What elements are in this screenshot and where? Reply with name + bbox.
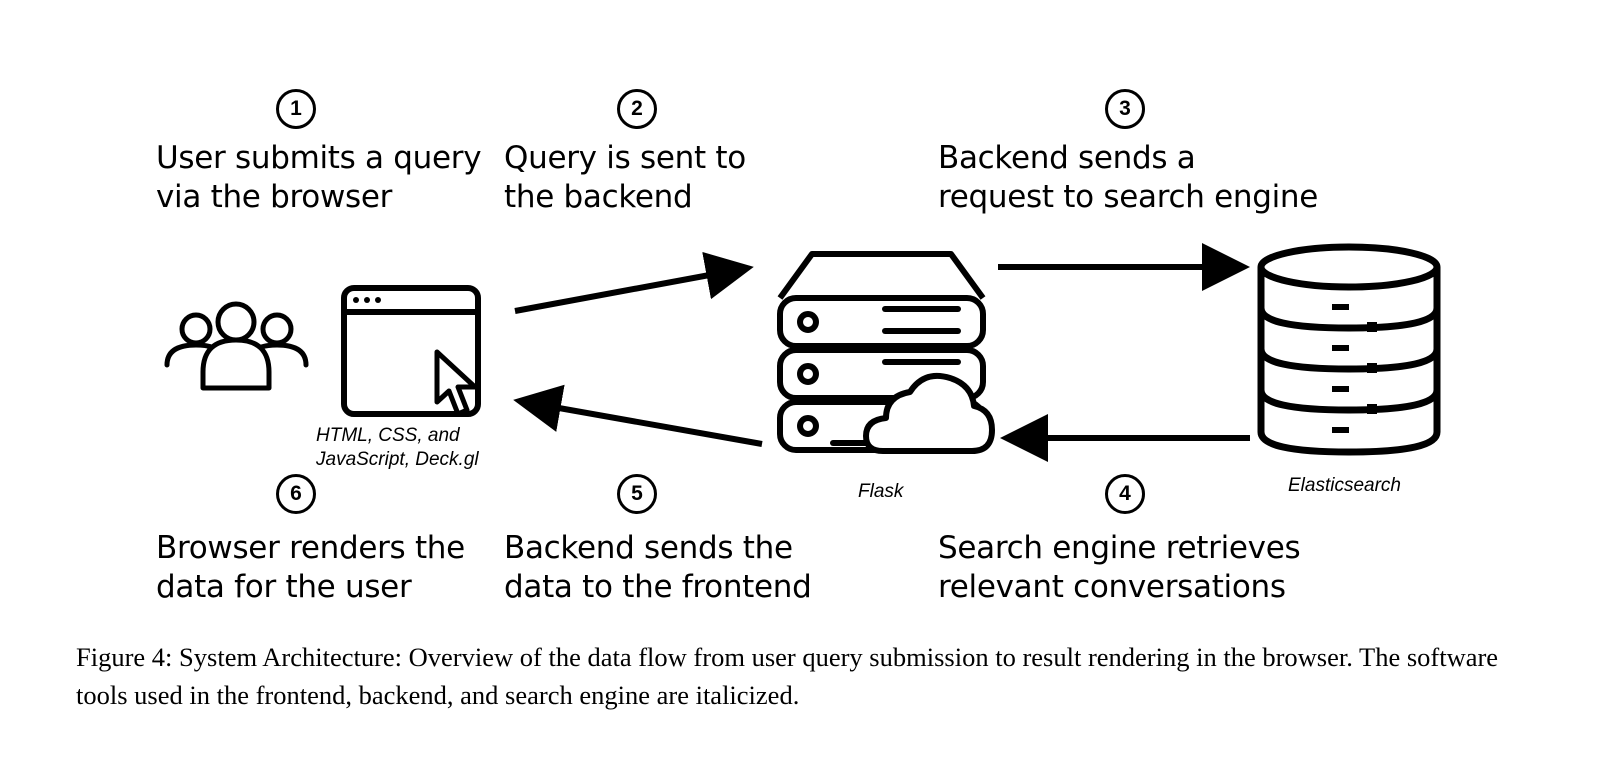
server-stack-icon (777, 251, 986, 453)
step-6-line-1: Browser renders the (156, 530, 465, 566)
step-2-line-1: Query is sent to (504, 140, 746, 176)
step-6-line-2: data for the user (156, 569, 412, 605)
step-1-line-2: via the browser (156, 179, 393, 215)
step-2-line-2: the backend (504, 179, 693, 215)
step-4-number: 4 (1105, 474, 1145, 514)
frontend-tools-line-2: JavaScript, Deck.gl (316, 449, 479, 470)
step-4-text: Search engine retrieves relevant convers… (938, 529, 1301, 607)
browser-window-icon (341, 285, 481, 417)
step-6-text: Browser renders the data for the user (156, 529, 465, 607)
step-5-line-2: data to the frontend (504, 569, 812, 605)
step-5-number: 5 (617, 474, 657, 514)
users-icon (164, 301, 309, 391)
step-4-line-1: Search engine retrieves (938, 530, 1301, 566)
backend-tool-label: Flask (858, 481, 904, 502)
step-1-text: User submits a query via the browser (156, 139, 482, 217)
step-1-number: 1 (276, 89, 316, 129)
arrow-backend-to-browser (513, 384, 763, 447)
step-2-text: Query is sent to the backend (504, 139, 746, 217)
figure-caption: Figure 4: System Architecture: Overview … (76, 642, 1499, 710)
step-3-line-1: Backend sends a (938, 140, 1196, 176)
frontend-tools-label: HTML, CSS, and JavaScript, Deck.gl (316, 424, 479, 472)
cursor-icon (434, 349, 478, 417)
search-engine-tool-label: Elasticsearch (1288, 475, 1401, 496)
step-3-line-2: request to search engine (938, 179, 1319, 215)
step-1-line-1: User submits a query (156, 140, 482, 176)
step-5-line-1: Backend sends the (504, 530, 793, 566)
step-5-text: Backend sends the data to the frontend (504, 529, 812, 607)
step-3-text: Backend sends a request to search engine (938, 139, 1318, 217)
step-3-number: 3 (1105, 89, 1145, 129)
step-2-number: 2 (617, 89, 657, 129)
database-icon (1257, 243, 1441, 456)
cloud-icon (863, 372, 995, 454)
frontend-tools-line-1: HTML, CSS, and (316, 425, 460, 446)
arrow-browser-to-backend (514, 251, 754, 314)
step-4-line-2: relevant conversations (938, 569, 1286, 605)
step-6-number: 6 (276, 474, 316, 514)
